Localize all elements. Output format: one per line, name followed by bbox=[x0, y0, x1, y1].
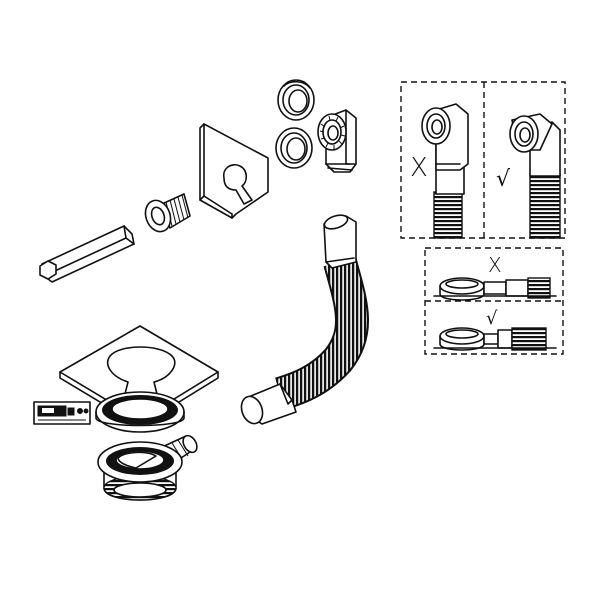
seal-ring-top-part bbox=[277, 79, 315, 121]
elbow-wrong-mark: X bbox=[410, 153, 428, 183]
elbow-right-example bbox=[509, 113, 561, 239]
pipe-insertion-panel: X √ bbox=[424, 247, 564, 355]
instruction-label-part bbox=[33, 401, 91, 425]
elbow-wrong-example bbox=[421, 103, 469, 239]
pipe-wrong-example bbox=[433, 277, 557, 301]
floor-cover-plate-part bbox=[59, 325, 219, 427]
pipe-right-example bbox=[433, 327, 557, 351]
hex-rod-part bbox=[39, 225, 135, 283]
flexible-hose-part bbox=[240, 214, 369, 425]
pipe-right-mark: √ bbox=[486, 308, 498, 329]
elbow-right-mark: √ bbox=[496, 167, 511, 192]
elbow-orientation-panel: X √ bbox=[400, 81, 566, 239]
floor-drain-body-part bbox=[97, 434, 198, 501]
flat-gasket-ring-part bbox=[95, 391, 185, 433]
pipe-wrong-mark: X bbox=[488, 253, 502, 277]
elbow-fitting-part bbox=[317, 109, 357, 173]
seal-ring-bottom-part bbox=[275, 127, 313, 169]
threaded-bushing-part bbox=[144, 193, 191, 233]
wall-cover-plate-part bbox=[199, 123, 269, 219]
